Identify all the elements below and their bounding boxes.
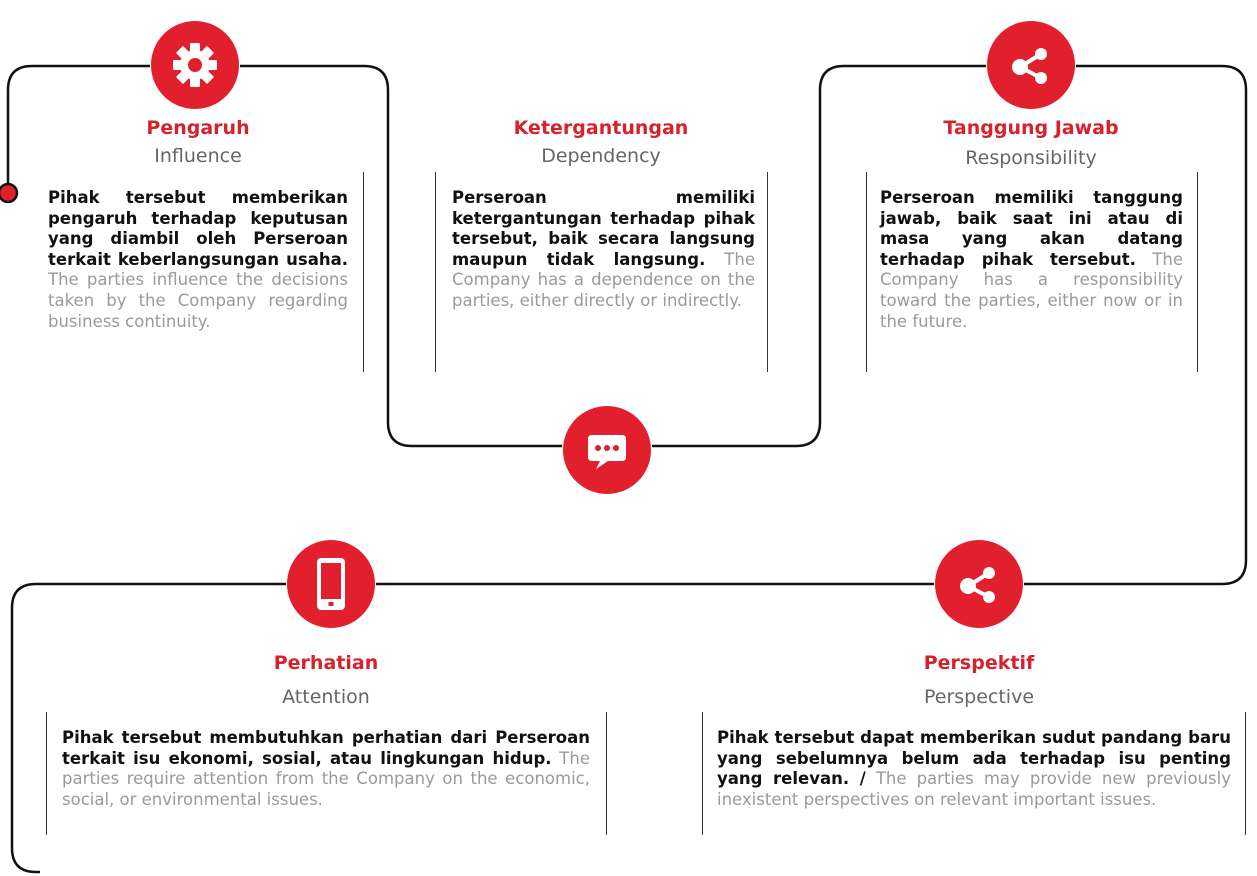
start-dot: [0, 182, 19, 204]
node-title-pengaruh: Pengaruh: [146, 117, 250, 139]
node-title-ketergantungan: Ketergantungan: [513, 117, 689, 139]
node-description-pengaruh: Pihak tersebut memberikan pengaruh terha…: [48, 188, 348, 332]
divider-line: [866, 172, 867, 372]
desc-english: The parties influence the decisions take…: [48, 270, 348, 331]
share-icon: [987, 21, 1075, 109]
node-title-perhatian: Perhatian: [273, 652, 379, 674]
node-description-ketergantungan: Perseroan memiliki ketergantungan terhad…: [452, 188, 755, 312]
divider-line: [363, 172, 364, 372]
divider-line: [46, 712, 47, 835]
node-subtitle-influence: Influence: [154, 145, 242, 167]
divider-line: [435, 172, 436, 372]
divider-line: [1197, 172, 1198, 372]
smartphone-icon: [287, 540, 375, 628]
desc-indonesian: Pihak tersebut membutuhkan perhatian dar…: [62, 728, 590, 768]
desc-english: The Company has a dependence on the part…: [452, 249, 755, 310]
chat-bubble-icon: [563, 406, 651, 494]
node-title-tanggung-jawab: Tanggung Jawab: [943, 117, 1119, 139]
desc-english: The Company has a responsibility toward …: [880, 249, 1184, 331]
node-subtitle-responsibility: Responsibility: [965, 147, 1097, 169]
node-description-tanggung-jawab: Perseroan memiliki tanggung jawab, baik …: [880, 188, 1183, 332]
divider-line: [606, 712, 607, 835]
divider-line: [702, 712, 703, 835]
gear-icon: [151, 21, 239, 109]
divider-line: [1245, 712, 1246, 835]
desc-indonesian: Perseroan memiliki tanggung jawab, baik …: [880, 188, 1183, 269]
node-subtitle-perspective: Perspective: [923, 686, 1035, 708]
share-icon: [935, 540, 1023, 628]
node-description-perhatian: Pihak tersebut membutuhkan perhatian dar…: [62, 728, 590, 810]
desc-english: The parties require attention from the C…: [62, 748, 590, 809]
node-description-perspektif: Pihak tersebut dapat memberikan sudut pa…: [717, 728, 1231, 810]
desc-indonesian: Perseroan memiliki ketergantungan terhad…: [452, 188, 755, 269]
node-subtitle-attention: Attention: [282, 686, 370, 708]
desc-indonesian: Pihak tersebut memberikan pengaruh terha…: [48, 188, 348, 269]
desc-indonesian: Pihak tersebut dapat memberikan sudut pa…: [717, 728, 1231, 789]
desc-english: The parties may provide new previously i…: [717, 769, 1231, 809]
node-subtitle-dependency: Dependency: [541, 145, 661, 167]
divider-line: [767, 172, 768, 372]
node-title-perspektif: Perspektif: [923, 652, 1035, 674]
